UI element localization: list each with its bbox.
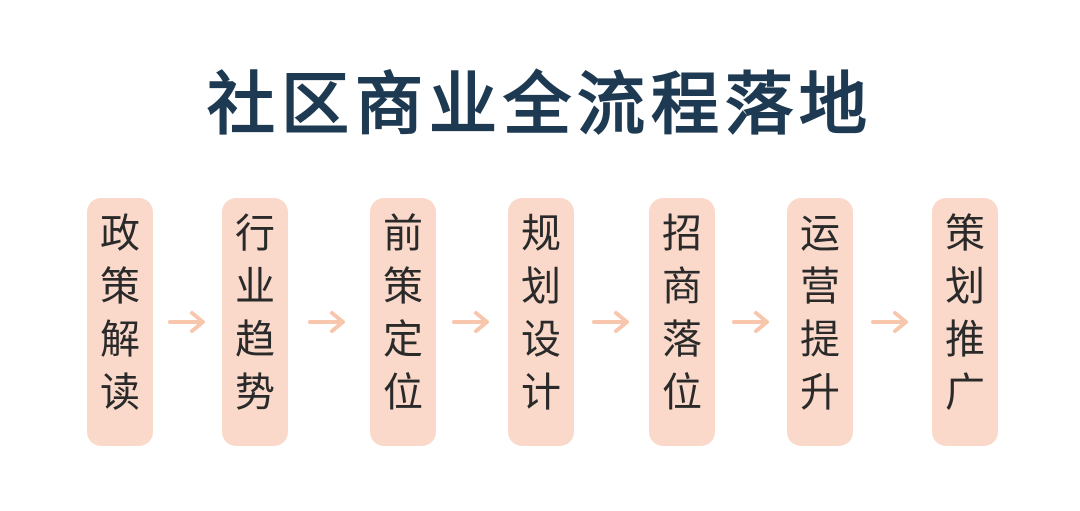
step-char: 业 (235, 264, 275, 310)
step-char: 推 (945, 317, 985, 363)
step-char: 划 (521, 264, 561, 310)
step-planning-design: 规 划 设 计 (508, 198, 574, 446)
step-char: 升 (800, 370, 840, 416)
step-char: 势 (235, 370, 275, 416)
step-operations: 运 营 提 升 (787, 198, 853, 446)
step-char: 前 (383, 211, 423, 257)
arrow-right-icon (592, 311, 629, 333)
step-char: 落 (662, 317, 702, 363)
step-char: 位 (662, 370, 702, 416)
arrow-right-icon (452, 311, 489, 333)
step-char: 解 (100, 317, 140, 363)
step-char: 广 (945, 370, 985, 416)
step-char: 政 (100, 211, 140, 257)
step-promotion: 策 划 推 广 (932, 198, 998, 446)
arrow-right-icon (308, 311, 345, 333)
step-char: 商 (662, 264, 702, 310)
step-char: 招 (662, 211, 702, 257)
step-char: 计 (521, 370, 561, 416)
step-char: 行 (235, 211, 275, 257)
arrow-right-icon (871, 311, 908, 333)
step-char: 定 (383, 317, 423, 363)
step-char: 运 (800, 211, 840, 257)
step-industry-trends: 行 业 趋 势 (222, 198, 288, 446)
arrow-right-icon (168, 311, 205, 333)
step-char: 策 (100, 264, 140, 310)
step-char: 提 (800, 317, 840, 363)
arrow-right-icon (732, 311, 769, 333)
step-char: 读 (100, 370, 140, 416)
step-char: 规 (521, 211, 561, 257)
step-char: 策 (945, 211, 985, 257)
step-leasing: 招 商 落 位 (649, 198, 715, 446)
step-char: 设 (521, 317, 561, 363)
page-title: 社区商业全流程落地 (206, 66, 873, 145)
step-char: 位 (383, 370, 423, 416)
step-policy-interpretation: 政 策 解 读 (87, 198, 153, 446)
step-char: 趋 (235, 317, 275, 363)
step-char: 营 (800, 264, 840, 310)
step-positioning: 前 策 定 位 (370, 198, 436, 446)
step-char: 策 (383, 264, 423, 310)
step-char: 划 (945, 264, 985, 310)
